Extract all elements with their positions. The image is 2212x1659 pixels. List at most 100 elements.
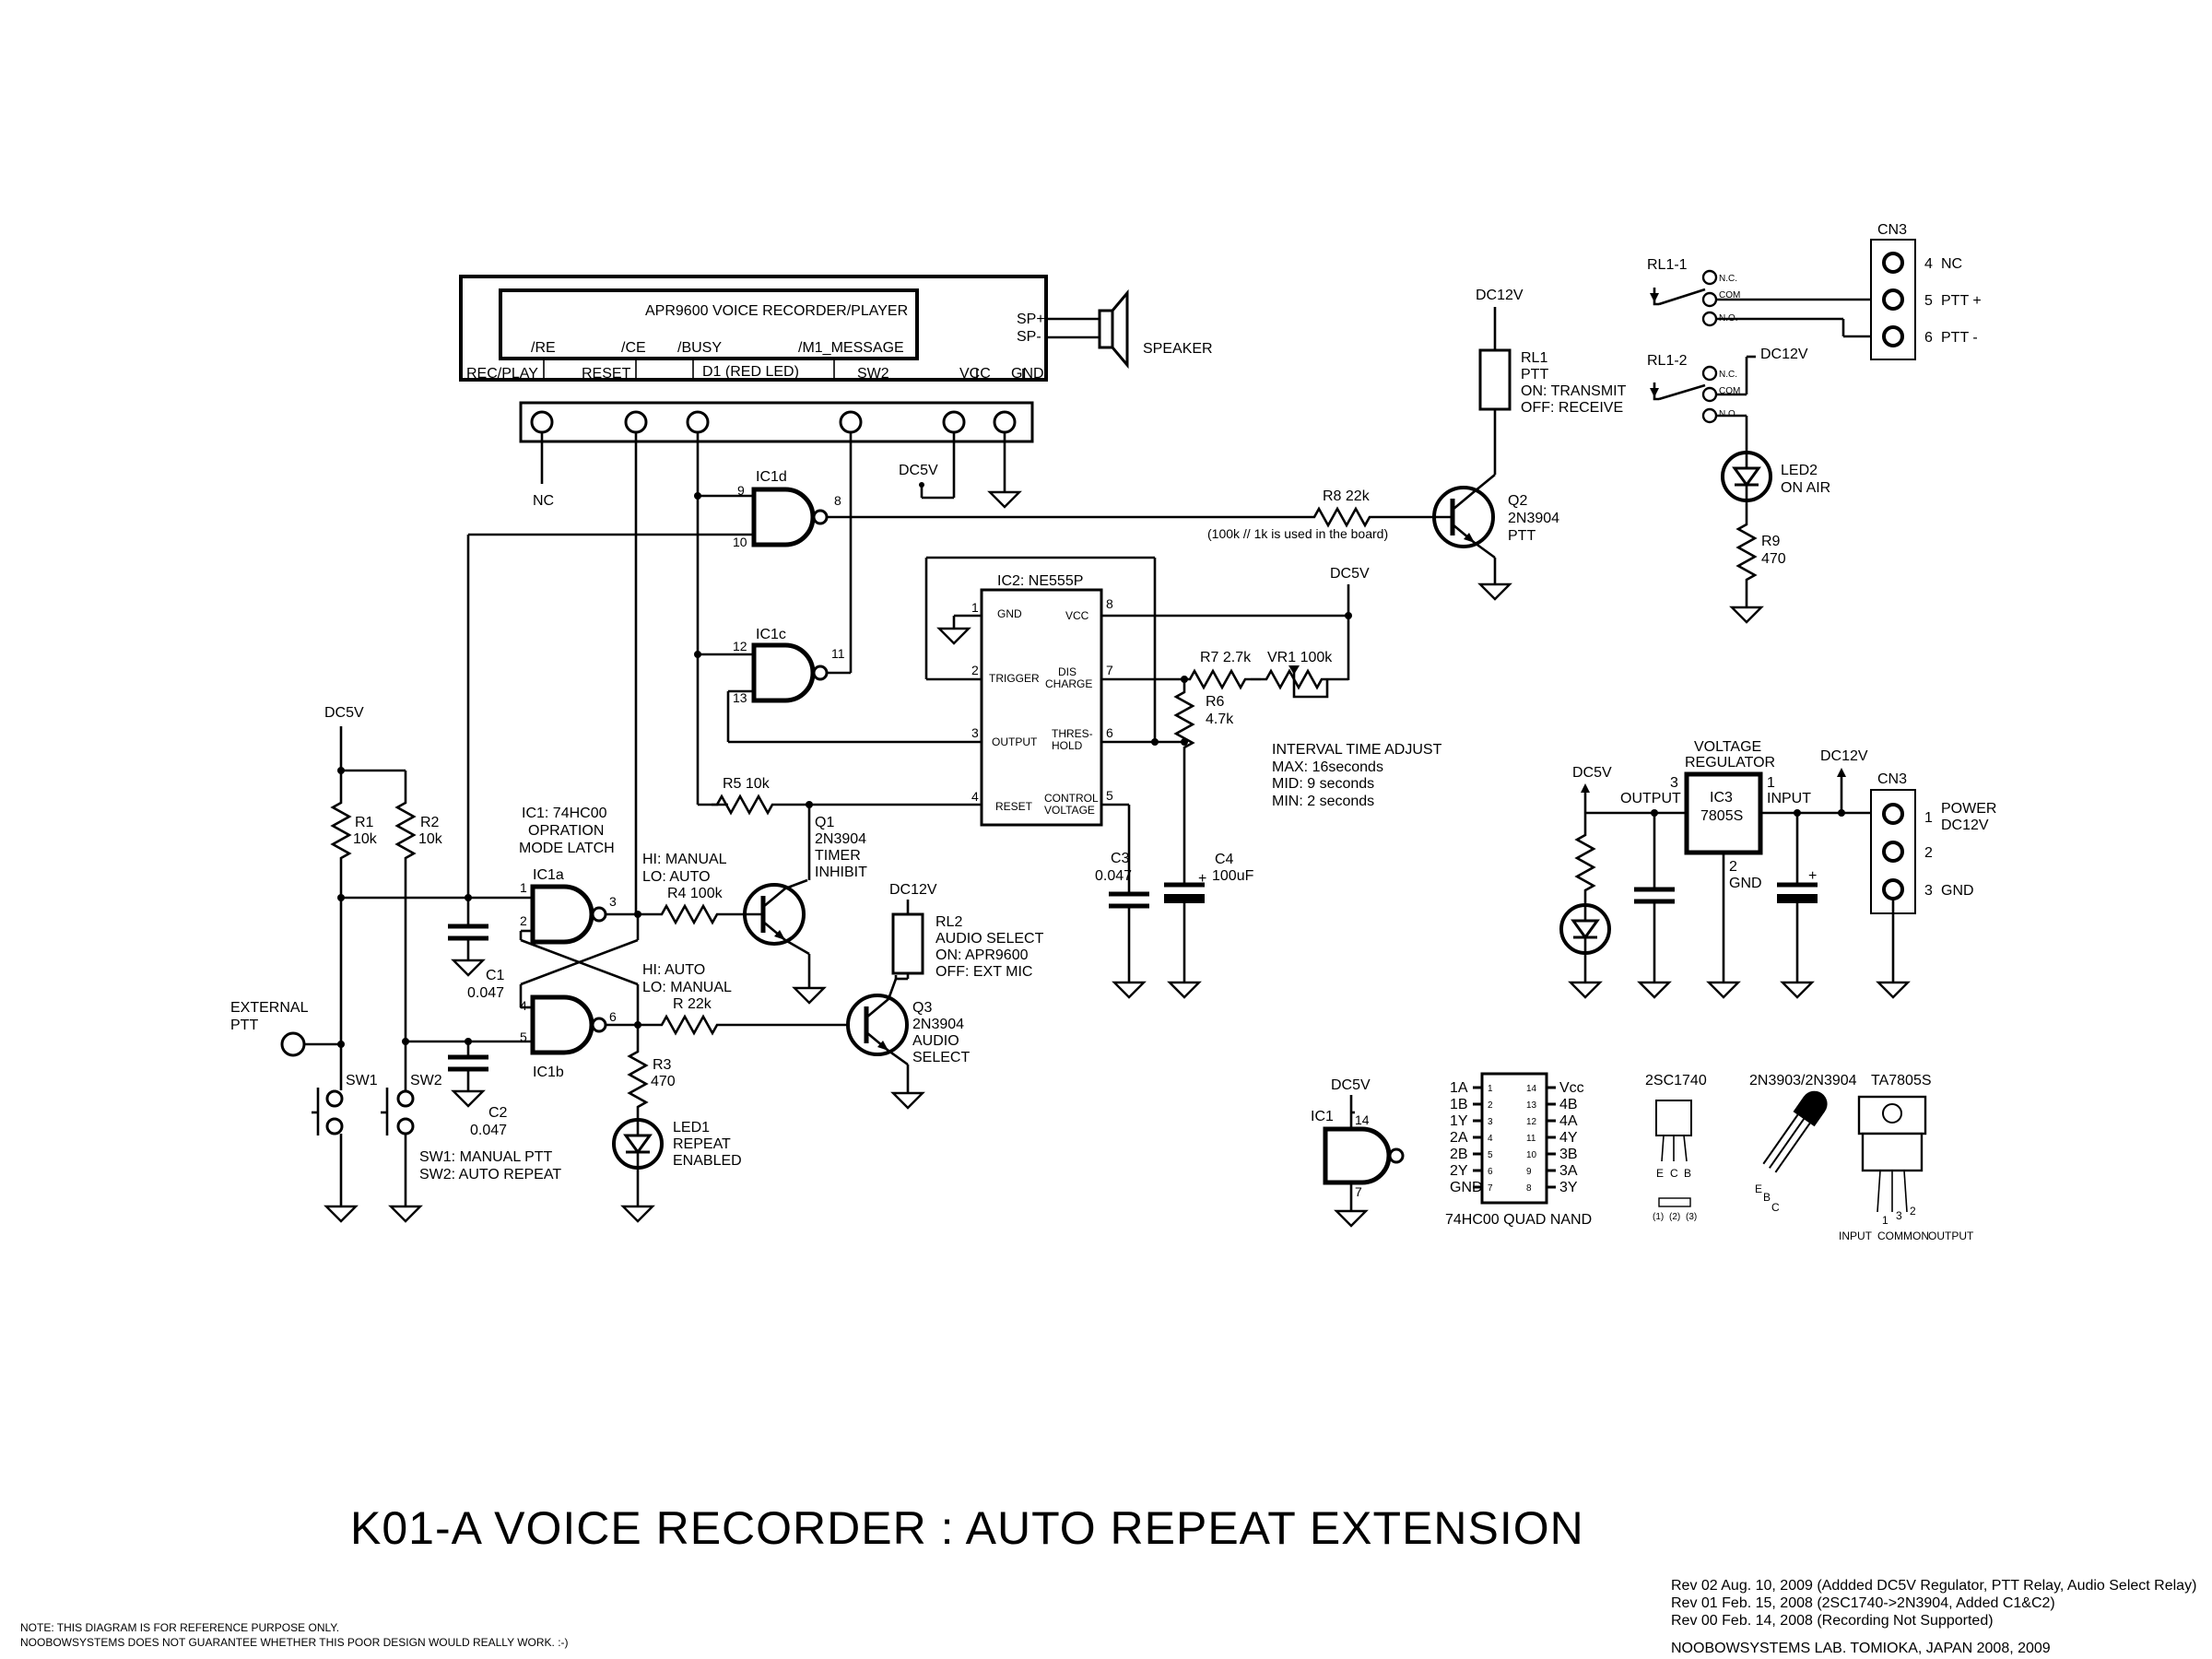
svg-text:ON AIR: ON AIR: [1781, 480, 1830, 496]
svg-text:0.047: 0.047: [467, 985, 504, 1001]
ic1-header: IC1: 74HC00 OPRATION MODE LATCH: [519, 806, 615, 856]
switch-note: SW1: MANUAL PTT: [419, 1149, 553, 1165]
svg-text:C2: C2: [488, 1105, 508, 1121]
svg-text:4: 4: [1924, 256, 1933, 272]
pin-name-left: 2Y: [1450, 1163, 1468, 1179]
svg-text:ON: APR9600: ON: APR9600: [935, 947, 1029, 963]
svg-text:CN3: CN3: [1877, 771, 1907, 787]
svg-text:2N3904: 2N3904: [912, 1017, 964, 1032]
svg-text:1: 1: [1924, 810, 1933, 826]
svg-text:470: 470: [1761, 551, 1786, 567]
pin-name-left: 2A: [1450, 1130, 1468, 1146]
svg-text:R 22k: R 22k: [673, 996, 712, 1012]
pin-num-left: 3: [1488, 1117, 1493, 1127]
svg-text:DC12V: DC12V: [1941, 818, 1989, 833]
revision-02: Rev 02 Aug. 10, 2009 (Addded DC5V Regula…: [1671, 1578, 2196, 1594]
pin-name-right: 3Y: [1559, 1180, 1578, 1195]
revision-01: Rev 01 Feb. 15, 2008 (2SC1740->2N3904, A…: [1671, 1595, 2055, 1611]
ic1-power-ref: DC5V IC1 14 7: [1311, 1077, 1405, 1228]
logic-wiring: [337, 432, 1309, 1045]
svg-text:E: E: [1656, 1167, 1664, 1180]
pin-num-right: 13: [1526, 1100, 1537, 1111]
pin-num-right: 8: [1526, 1183, 1532, 1194]
pin-num-right: 14: [1526, 1084, 1537, 1094]
svg-text:+: +: [1198, 871, 1206, 887]
svg-text:B: B: [1763, 1191, 1771, 1204]
pin-name-right: 3A: [1559, 1163, 1578, 1179]
svg-text:13: 13: [733, 690, 747, 705]
footer-credit: NOOBOWSYSTEMS LAB. TOMIOKA, JAPAN 2008, …: [1671, 1641, 2051, 1656]
svg-text:DC5V: DC5V: [1330, 566, 1370, 582]
svg-text:5: 5: [520, 1030, 527, 1044]
svg-text:RL1-1: RL1-1: [1647, 257, 1688, 273]
sp-plus: SP+: [1017, 312, 1045, 327]
svg-text:C: C: [1670, 1167, 1678, 1180]
svg-text:VR1 100k: VR1 100k: [1267, 650, 1333, 665]
svg-text:R8 22k: R8 22k: [1323, 488, 1371, 504]
svg-text:2N3904: 2N3904: [815, 831, 866, 847]
svg-text:MODE LATCH: MODE LATCH: [519, 841, 615, 856]
q2-ptt-section: R8 22k (100k // 1k is used in the board)…: [1207, 288, 1627, 601]
svg-text:C4: C4: [1215, 852, 1234, 867]
svg-text:OUTPUT: OUTPUT: [1928, 1230, 1974, 1242]
svg-text:12: 12: [733, 639, 747, 653]
svg-text:R4 100k: R4 100k: [667, 886, 724, 901]
svg-text:OPRATION: OPRATION: [528, 823, 604, 839]
svg-text:2: 2: [1729, 859, 1737, 875]
svg-text:R6: R6: [1206, 694, 1225, 710]
svg-text:R2: R2: [420, 815, 440, 830]
svg-text:Q3: Q3: [912, 1000, 932, 1016]
apr9600-module: APR9600 VOICE RECORDER/PLAYER /RE /CE /B…: [459, 275, 1213, 509]
svg-text:(100k // 1k is used in the boa: (100k // 1k is used in the board): [1207, 526, 1388, 541]
svg-text:DC12V: DC12V: [1820, 748, 1868, 764]
svg-text:(2): (2): [1669, 1212, 1680, 1222]
pin-num-right: 10: [1526, 1150, 1537, 1160]
svg-text:4: 4: [971, 789, 979, 804]
svg-text:R5 10k: R5 10k: [723, 776, 771, 792]
svg-text:(1): (1): [1653, 1212, 1664, 1222]
svg-text:IC1b: IC1b: [533, 1065, 564, 1080]
svg-text:2N3903/2N3904: 2N3903/2N3904: [1749, 1073, 1857, 1088]
pin-num-left: 5: [1488, 1150, 1493, 1160]
dc5v-label: DC5V: [899, 463, 938, 478]
svg-text:3: 3: [609, 894, 617, 909]
pin-name-right: 3B: [1559, 1147, 1578, 1162]
ta7805s-ref: TA7805S 1 3 2 INPUT COMMON OUTPUT: [1839, 1073, 1974, 1242]
disclaimer-line-1: NOTE: THIS DIAGRAM IS FOR REFERENCE PURP…: [20, 1621, 339, 1634]
pin-name-left: 1Y: [1450, 1113, 1468, 1129]
pin-reset: RESET: [582, 366, 631, 382]
svg-text:POWER: POWER: [1941, 801, 1996, 817]
svg-text:0.047: 0.047: [1095, 868, 1132, 884]
svg-text:6: 6: [1106, 725, 1113, 740]
diagram-title: K01-A VOICE RECORDER : AUTO REPEAT EXTEN…: [350, 1502, 1584, 1554]
pin-m1: /M1_MESSAGE: [798, 340, 904, 356]
svg-text:IC1d: IC1d: [756, 469, 787, 485]
svg-text:B: B: [1684, 1167, 1691, 1180]
svg-text:1: 1: [1767, 775, 1775, 791]
pin-recplay: REC/PLAY: [466, 366, 538, 382]
svg-text:IC1c: IC1c: [756, 627, 786, 642]
svg-text:OUTPUT: OUTPUT: [1620, 791, 1681, 806]
2sc1740-ref: 2SC1740 E C B (1) (2) (3): [1645, 1073, 1707, 1222]
pin-name-left: 1A: [1450, 1080, 1468, 1096]
svg-text:8: 8: [1106, 596, 1113, 611]
svg-text:10: 10: [733, 535, 747, 549]
svg-text:HI: MANUAL: HI: MANUAL: [642, 852, 727, 867]
svg-text:PTT +: PTT +: [1941, 293, 1982, 309]
svg-text:74HC00 QUAD NAND: 74HC00 QUAD NAND: [1445, 1212, 1592, 1228]
svg-text:REPEAT: REPEAT: [673, 1136, 731, 1152]
svg-text:DC12V: DC12V: [1760, 347, 1808, 362]
svg-text:ON: TRANSMIT: ON: TRANSMIT: [1521, 383, 1627, 399]
svg-text:C: C: [1771, 1201, 1780, 1214]
svg-text:COM: COM: [1719, 290, 1740, 300]
svg-text:6: 6: [1924, 330, 1933, 346]
svg-text:1: 1: [1882, 1214, 1888, 1227]
pin-sw2: SW2: [857, 366, 889, 382]
svg-text:IC1: IC1: [1311, 1109, 1334, 1124]
svg-text:GND: GND: [1941, 883, 1974, 899]
svg-text:COM: COM: [1719, 386, 1740, 396]
svg-text:7805S: 7805S: [1700, 808, 1743, 824]
speaker-icon: [1046, 288, 1129, 370]
svg-text:LED1: LED1: [673, 1120, 710, 1135]
